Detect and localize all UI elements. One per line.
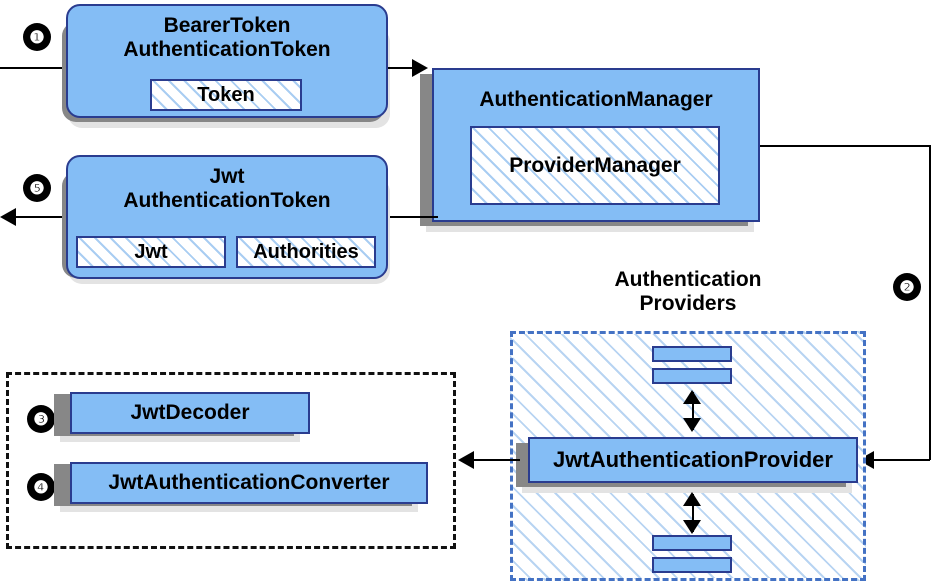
jwt-authentication-converter-box[interactable]: JwtAuthenticationConverter	[70, 462, 428, 504]
jwt-token-title-line1: Jwt	[209, 165, 245, 188]
provider-manager-box[interactable]: ProviderManager	[470, 126, 720, 205]
arrowhead-provider-to-support	[458, 451, 474, 469]
arrowhead-provider-down-top	[683, 418, 701, 432]
authentication-providers-caption-line1: Authentication	[614, 268, 762, 291]
connector-step2-right	[929, 145, 931, 460]
jwt-token-inner-jwt-label: Jwt	[134, 240, 168, 263]
provider-stack-bar-bottom-2	[652, 557, 732, 573]
bearer-token-title-line1: BearerToken	[163, 14, 291, 37]
connector-provider-to-support	[474, 459, 520, 461]
connector-response-out	[16, 216, 70, 218]
arrowhead-response-out	[0, 208, 16, 226]
support-components-group	[6, 372, 456, 549]
provider-stack-bar-top-2	[652, 368, 732, 384]
arrowhead-provider-down-bottom	[683, 520, 701, 534]
jwt-authentication-converter-label: JwtAuthenticationConverter	[108, 471, 390, 495]
jwt-token-inner-authorities-box[interactable]: Authorities	[236, 236, 376, 268]
connector-token-to-manager	[388, 67, 420, 69]
jwt-token-inner-jwt-box[interactable]: Jwt	[76, 236, 226, 268]
jwt-token-inner-authorities-label: Authorities	[253, 240, 359, 263]
authentication-providers-caption: Authentication Providers	[560, 268, 816, 316]
badge-step-2: ❷	[894, 274, 920, 300]
authentication-manager-title: AuthenticationManager	[479, 88, 713, 111]
connector-request-in	[0, 67, 70, 69]
connector-step2-bottom	[874, 459, 930, 461]
bearer-token-title-line2: AuthenticationToken	[123, 37, 331, 61]
authentication-providers-caption-line2: Providers	[639, 292, 737, 316]
badge-step-1: ❶	[24, 24, 50, 50]
bearer-token-inner-token-box[interactable]: Token	[150, 79, 302, 111]
connector-manager-to-jwt-token	[388, 216, 438, 218]
jwt-decoder-label: JwtDecoder	[130, 401, 250, 425]
badge-step-5: ❺	[24, 175, 50, 201]
connector-provider-vertical-bottom	[692, 494, 694, 532]
arrowhead-token-to-manager	[412, 59, 428, 77]
badge-step-3: ❸	[28, 406, 54, 432]
provider-stack-bar-bottom-1	[652, 535, 732, 551]
connector-provider-vertical-top	[692, 392, 694, 430]
jwt-authentication-provider-box[interactable]: JwtAuthenticationProvider	[528, 437, 858, 483]
provider-manager-label: ProviderManager	[509, 153, 681, 177]
badge-step-4: ❹	[28, 474, 54, 500]
jwt-token-title-line2: AuthenticationToken	[123, 188, 331, 212]
provider-stack-bar-top-1	[652, 346, 732, 362]
jwt-authentication-provider-label: JwtAuthenticationProvider	[553, 446, 833, 472]
jwt-decoder-box[interactable]: JwtDecoder	[70, 392, 310, 434]
connector-step2-top	[760, 145, 930, 147]
bearer-token-inner-label: Token	[197, 83, 255, 106]
